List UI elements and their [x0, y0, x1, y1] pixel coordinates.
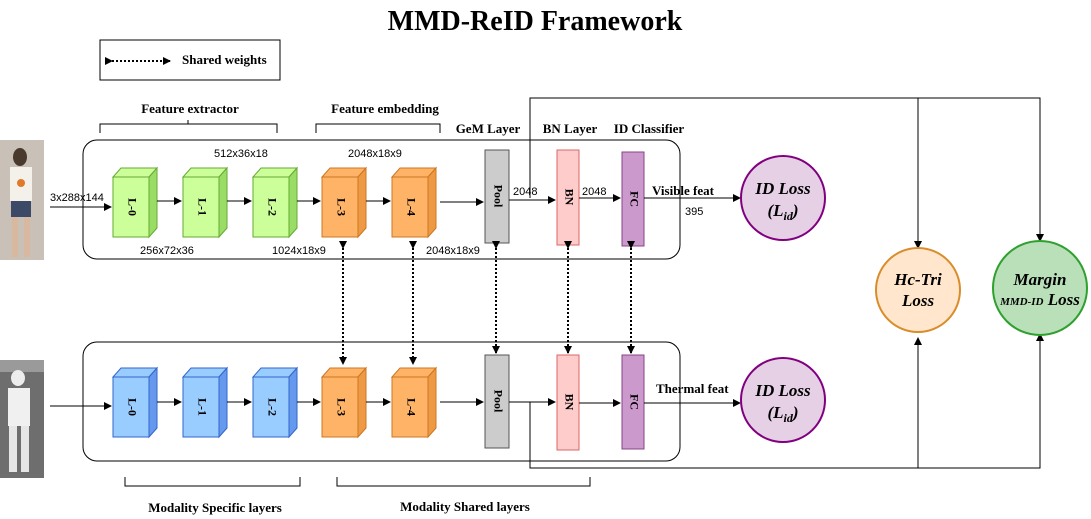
visible-feat-label: Visible feat	[652, 183, 715, 198]
svg-text:L-4: L-4	[404, 198, 418, 216]
thermal-l4-block: L-4	[390, 366, 438, 439]
feature-extractor-brace	[99, 123, 278, 133]
svg-text:Pool: Pool	[491, 185, 505, 208]
svg-text:L-4: L-4	[404, 398, 418, 416]
svg-text:L-3: L-3	[334, 398, 348, 416]
svg-text:L-1: L-1	[195, 198, 209, 216]
thermal-input-image	[0, 360, 44, 478]
visible-l0-block: L-0	[111, 166, 159, 239]
svg-text:FC: FC	[627, 394, 641, 410]
svg-text:BN: BN	[562, 189, 576, 206]
hc-tri-loss-node: Hc-Tri Loss	[875, 247, 961, 333]
visible-l1-block: L-1	[181, 166, 229, 239]
visible-l4-block: L-4	[390, 166, 438, 239]
svg-text:Pool: Pool	[491, 390, 505, 413]
svg-text:MMD-ID Loss: MMD-ID Loss	[999, 290, 1080, 309]
svg-text:L-2: L-2	[265, 198, 279, 216]
svg-text:L-0: L-0	[125, 198, 139, 216]
pool-dim-label: 2048	[513, 186, 537, 198]
visible-pool-block: Pool	[484, 149, 510, 244]
svg-text:BN: BN	[562, 394, 576, 411]
shared-weight-connectors	[339, 241, 635, 365]
svg-text:(Lid): (Lid)	[767, 403, 798, 425]
bn-layer-label: BN Layer	[543, 121, 598, 136]
svg-text:ID Loss: ID Loss	[754, 179, 811, 198]
svg-text:ID Loss: ID Loss	[754, 381, 811, 400]
l4-dim-label: 2048x18x9	[426, 245, 480, 257]
l0-dim-label: 256x72x36	[140, 245, 194, 257]
thermal-flow-arrows	[50, 398, 741, 410]
loss-routing-lines	[529, 97, 1044, 469]
legend-shared-weights: Shared weights	[182, 52, 267, 67]
svg-text:L-2: L-2	[265, 398, 279, 416]
l2-dim-label: 1024x18x9	[272, 245, 326, 257]
input-dim-label: 3x288x144	[50, 192, 104, 204]
modality-specific-brace	[124, 477, 301, 487]
classes-dim-label: 395	[685, 206, 703, 218]
svg-text:Loss: Loss	[901, 291, 935, 310]
thermal-l3-block: L-3	[320, 366, 368, 439]
svg-text:FC: FC	[627, 191, 641, 207]
modality-specific-label: Modality Specific layers	[148, 500, 282, 515]
svg-text:L-1: L-1	[195, 398, 209, 416]
feature-embedding-label: Feature embedding	[331, 101, 439, 116]
thermal-l2-block: L-2	[251, 366, 299, 439]
modality-shared-brace	[336, 477, 591, 487]
svg-text:Margin: Margin	[1013, 270, 1067, 289]
modality-shared-label: Modality Shared layers	[400, 499, 530, 514]
thermal-fc-block: FC	[621, 354, 645, 450]
visible-l3-block: L-3	[320, 166, 368, 239]
thermal-pool-block: Pool	[484, 354, 510, 449]
svg-text:L-3: L-3	[334, 198, 348, 216]
visible-l2-block: L-2	[251, 166, 299, 239]
margin-mmd-id-loss-node: Margin MMD-ID Loss	[992, 240, 1088, 336]
l3-dim-label: 2048x18x9	[348, 148, 402, 160]
feature-extractor-label: Feature extractor	[141, 101, 239, 116]
thermal-feat-label: Thermal feat	[656, 381, 729, 396]
visible-bn-block: BN	[556, 149, 580, 246]
svg-text:Hc-Tri: Hc-Tri	[893, 270, 942, 289]
visible-input-image	[0, 140, 44, 260]
visible-flow-arrows	[50, 194, 741, 211]
legend: Shared weights	[99, 39, 281, 81]
bn-dim-label: 2048	[582, 186, 606, 198]
svg-text:L-0: L-0	[125, 398, 139, 416]
svg-text:(Lid): (Lid)	[767, 201, 798, 223]
visible-fc-block: FC	[621, 151, 645, 247]
page-title: MMD-ReID Framework	[388, 6, 683, 37]
feature-embedding-brace	[315, 123, 441, 133]
id-classifier-label: ID Classifier	[614, 121, 685, 136]
visible-branch-container	[82, 139, 681, 260]
thermal-l0-block: L-0	[111, 366, 159, 439]
l1-dim-label: 512x36x18	[214, 148, 268, 160]
thermal-bn-block: BN	[556, 354, 580, 451]
thermal-l1-block: L-1	[181, 366, 229, 439]
thermal-id-loss-node: ID Loss (Lid)	[740, 357, 826, 443]
thermal-branch-container	[82, 341, 681, 462]
visible-id-loss-node: ID Loss (Lid)	[740, 155, 826, 241]
gem-layer-label: GeM Layer	[456, 121, 521, 136]
